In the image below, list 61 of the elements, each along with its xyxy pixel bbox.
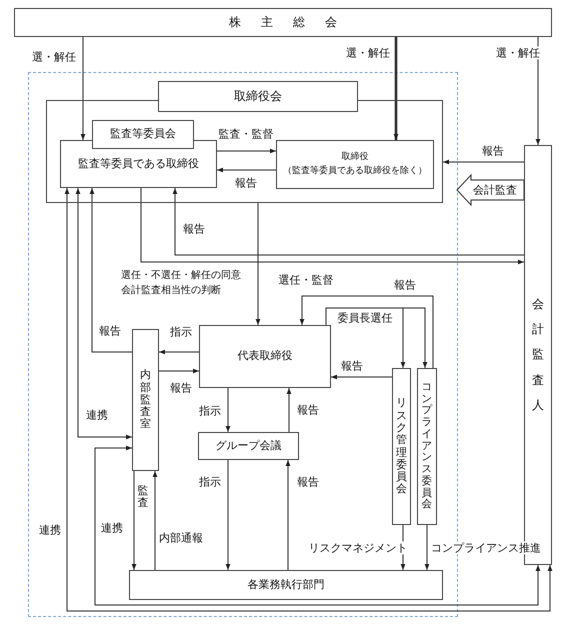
edge-label: 選・解任 [495, 46, 541, 60]
vertical-box: リスク管理委員会 [392, 368, 411, 525]
edge-label: 指示 [198, 404, 222, 418]
arrow [226, 388, 230, 432]
arrow [158, 350, 200, 354]
process-box: 監査等委員である取締役 [60, 140, 217, 188]
arrow [330, 374, 392, 380]
edge-label: 選任・監督 [278, 273, 334, 287]
arrow [326, 308, 428, 368]
arrow [300, 296, 434, 368]
edge-label: 選・解任 [31, 50, 77, 64]
arrow [90, 188, 132, 352]
edge-label: 内部通報 [158, 531, 204, 545]
process-box: 代表取締役 [199, 325, 331, 388]
arrow [64, 188, 552, 612]
process-box: 株主総会 [14, 8, 552, 37]
arrow [256, 202, 260, 326]
edge-label: 会計監査 [472, 183, 518, 197]
edge-label: 報告 [296, 403, 320, 417]
arrow [158, 368, 200, 374]
arrow [172, 188, 524, 256]
arrow [216, 168, 276, 172]
edge-label: 監査・監督 [218, 127, 274, 141]
edge-label: 報告 [340, 359, 364, 373]
edge-label: 報告 [169, 381, 193, 395]
arrow [216, 148, 276, 154]
vertical-box: 内部監査室 [132, 329, 159, 471]
vertical-box: コンプライアンス委員会 [417, 368, 437, 525]
arrow [442, 160, 524, 164]
process-box: グループ会議 [198, 432, 299, 460]
edge-label: 連携 [85, 408, 109, 422]
edge-label: 連携 [100, 521, 124, 535]
arrow [152, 470, 158, 570]
arrow [286, 460, 290, 570]
arrow [394, 37, 398, 140]
arrow [226, 460, 230, 570]
edge-label: 報告 [98, 324, 122, 338]
edge-label: 報告 [296, 475, 320, 489]
arrow [140, 188, 524, 264]
arrow [80, 36, 86, 140]
committee-heading: 監査等委員会 [92, 120, 194, 149]
edge-label: 委員長選任 [336, 311, 394, 325]
arrow [286, 388, 292, 432]
board-heading: 取締役会 [158, 81, 358, 112]
edge-label: コンプライアンス推進 [430, 541, 542, 555]
arrow [76, 188, 132, 440]
edge-label: 報告 [234, 176, 258, 190]
arrow [424, 524, 430, 570]
edge-label: 選・解任 [345, 46, 391, 60]
edge-label: 報告 [182, 222, 206, 236]
arrow [94, 446, 540, 606]
edge-label: 指示 [198, 475, 222, 489]
process-box: 各業務執行部門 [129, 570, 443, 600]
edge-label: 連携 [38, 523, 62, 537]
edge-label: 報告 [393, 278, 417, 292]
process-box: 取締役 （監査等委員である取締役を除く） [276, 140, 434, 189]
edge-label: 報告 [481, 144, 505, 158]
arrow [132, 470, 136, 570]
edge-label: 指示 [169, 325, 193, 339]
edge-label: 監査 [136, 484, 150, 510]
arrow [536, 36, 540, 146]
